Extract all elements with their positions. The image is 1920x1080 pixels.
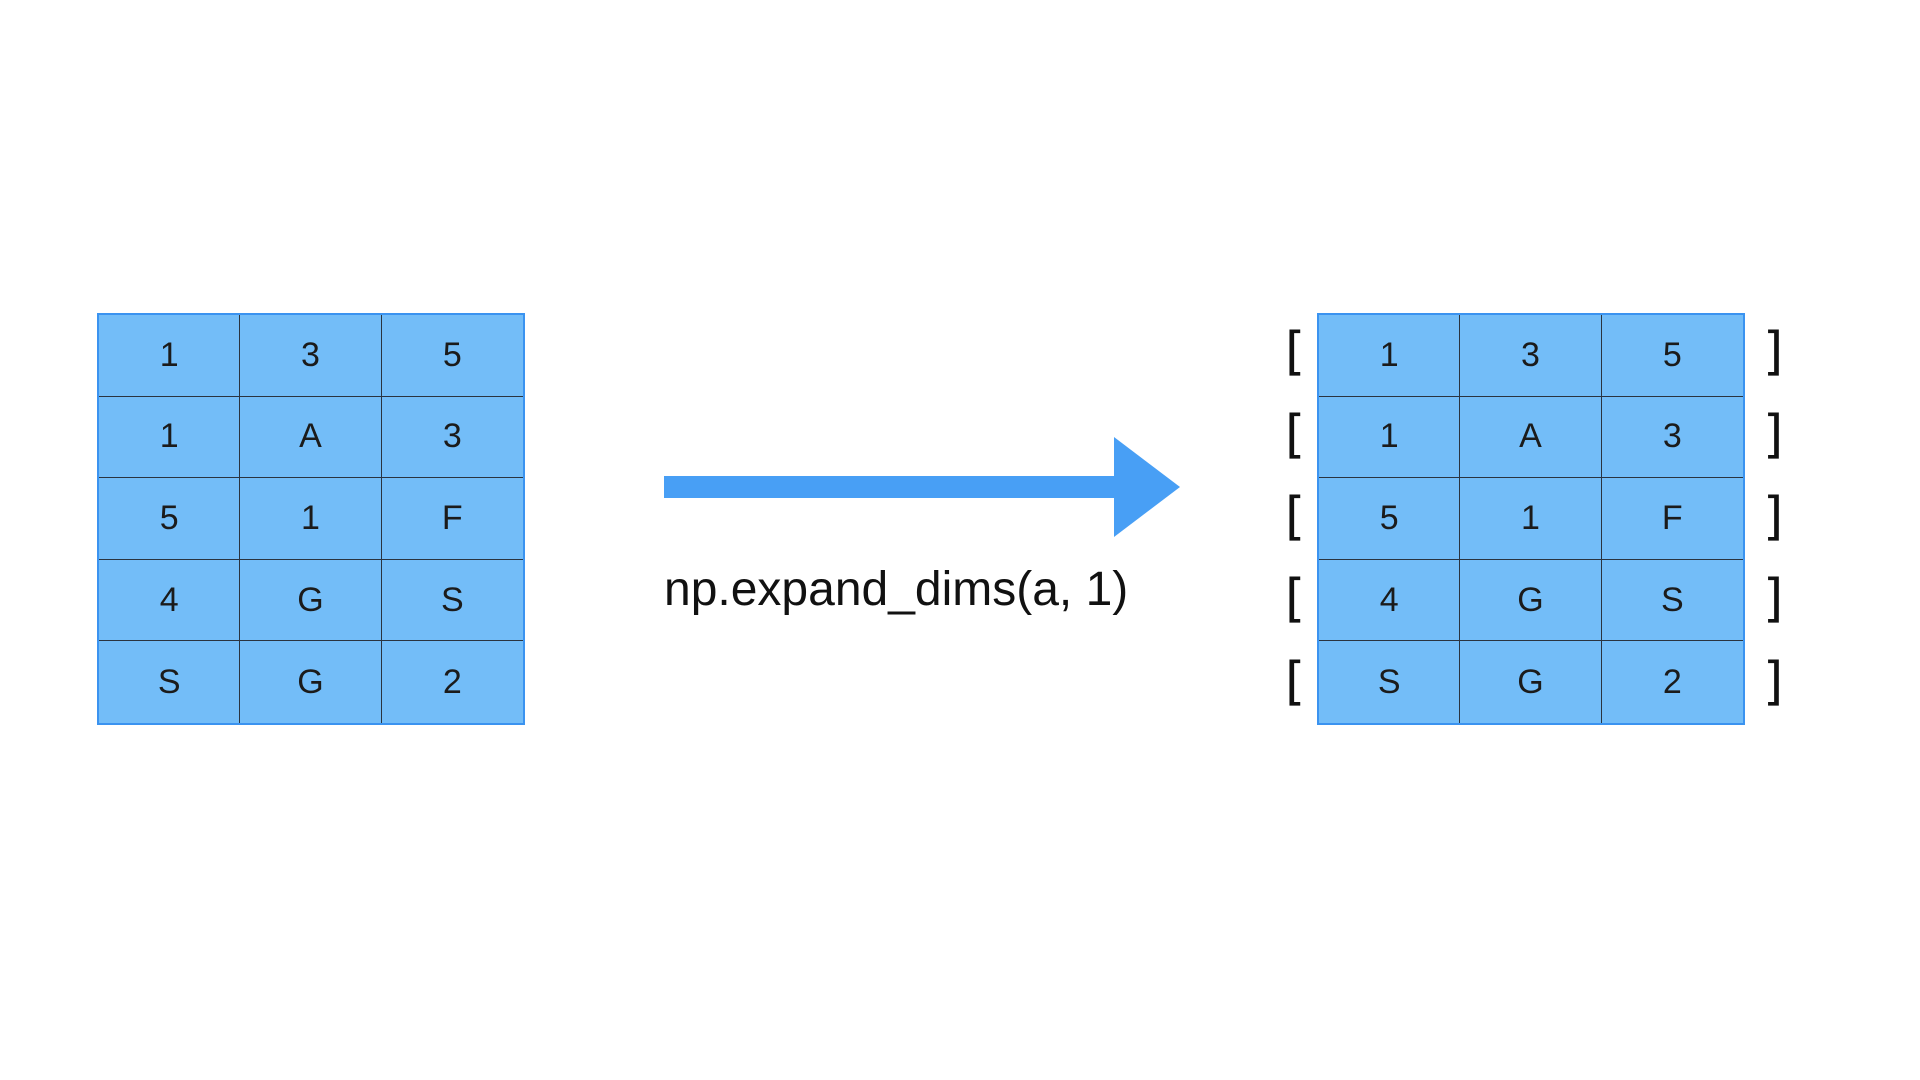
- input-array-cell: 3: [240, 315, 382, 397]
- input-array-cell: F: [381, 478, 523, 560]
- input-array-cell: 1: [240, 478, 382, 560]
- input-array-cell: S: [381, 560, 523, 642]
- transform-arrow-icon: [664, 437, 1180, 537]
- output-array-cell: 1: [1319, 396, 1461, 479]
- close-bracket: ]: [1763, 487, 1784, 547]
- input-array-cell: 1: [99, 315, 241, 397]
- close-bracket: ]: [1763, 322, 1784, 383]
- output-array-cell: 1: [1319, 315, 1461, 397]
- output-array-cell: 4: [1319, 559, 1461, 642]
- output-array-cell: 2: [1662, 662, 1682, 701]
- close-bracket: ]: [1763, 404, 1784, 465]
- close-bracket: ]: [1763, 569, 1784, 630]
- input-array-cell: 5: [381, 315, 523, 397]
- input-array-cell: 5: [99, 478, 241, 560]
- output-array-cell: A: [1460, 396, 1602, 479]
- open-bracket: [: [1285, 322, 1306, 383]
- output-array-cell: 5: [1601, 315, 1743, 397]
- output-array-cell: S: [1319, 641, 1461, 723]
- output-array-cell: G: [1460, 559, 1602, 642]
- open-bracket: [: [1285, 651, 1306, 712]
- input-array-cell: A: [240, 396, 382, 479]
- output-array-cell: 3: [1460, 315, 1602, 397]
- open-bracket: [: [1285, 404, 1306, 465]
- output-array-cell: F: [1601, 478, 1743, 560]
- open-bracket: [: [1285, 569, 1306, 630]
- output-array-cell: 3: [1601, 397, 1743, 479]
- input-array-cell: 1: [99, 396, 241, 479]
- output-array-cell: 5: [1319, 478, 1461, 560]
- input-array-cell: 4: [99, 559, 241, 642]
- input-array-cell: 3: [381, 397, 523, 479]
- close-bracket: ]: [1763, 651, 1784, 712]
- input-array-cell: S: [99, 641, 241, 723]
- input-array-cell: G: [240, 641, 382, 723]
- open-bracket: [: [1285, 487, 1306, 547]
- input-array-cell: 2: [442, 662, 462, 701]
- output-array-cell: 1: [1460, 478, 1602, 560]
- output-array-cell: G: [1460, 641, 1602, 723]
- input-array-cell: G: [240, 559, 382, 642]
- operation-label: np.expand_dims(a, 1): [664, 563, 1129, 616]
- output-array-cell: S: [1601, 560, 1743, 642]
